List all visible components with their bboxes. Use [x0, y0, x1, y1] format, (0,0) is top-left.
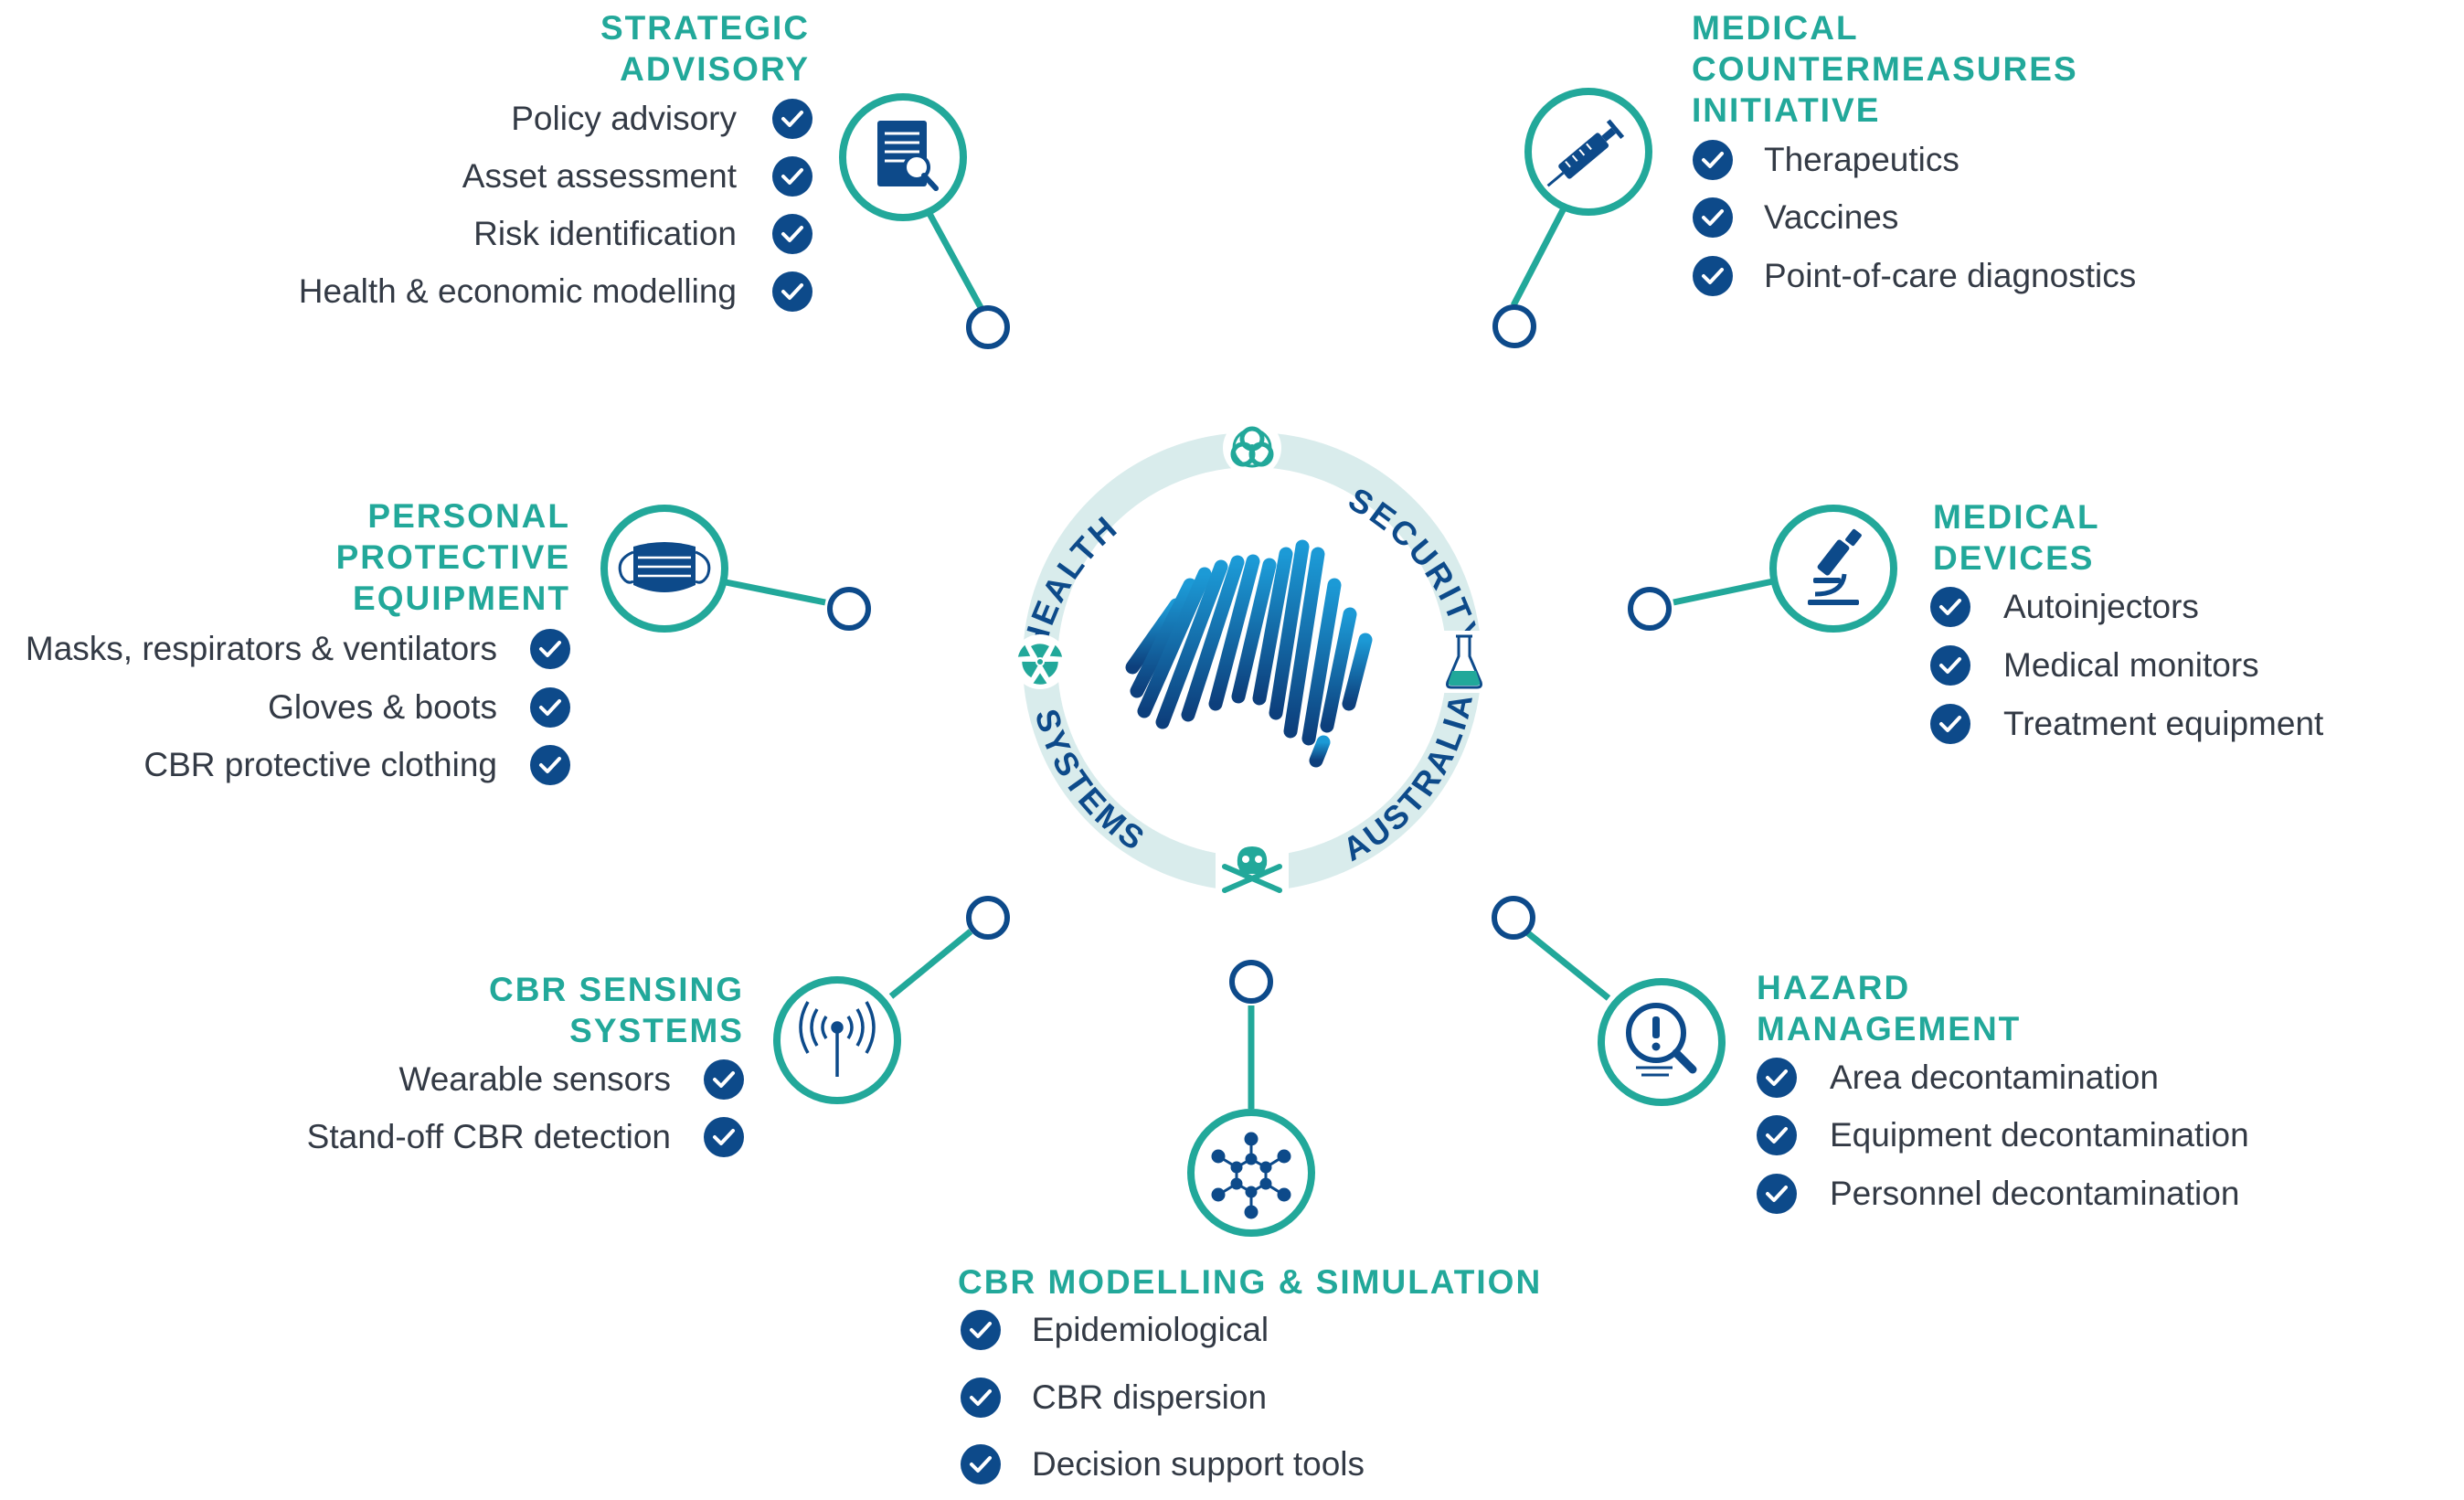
flask-icon — [1444, 631, 1484, 693]
check-icon — [1693, 197, 1733, 238]
terminal-node — [1628, 587, 1672, 631]
list-item: Health & economic modelling — [298, 272, 737, 310]
check-icon — [1930, 645, 1970, 686]
check-icon — [1757, 1115, 1797, 1155]
list-item: CBR protective clothing — [143, 746, 497, 783]
check-icon — [530, 687, 570, 728]
connector-line — [888, 929, 973, 999]
ring-word-systems: SYSTEMS — [1028, 705, 1153, 858]
check-icon — [961, 1444, 1001, 1484]
check-icon — [772, 271, 812, 312]
check-icon — [961, 1310, 1001, 1350]
terminal-node — [827, 587, 871, 631]
node-title-medical-devices: MEDICAL DEVICES — [1933, 498, 2100, 577]
connector-line — [725, 579, 826, 606]
list-item: Risk identification — [473, 215, 737, 252]
list-item: Policy advisory — [511, 100, 737, 137]
syringe-icon — [1546, 119, 1625, 187]
connector-line — [1673, 578, 1774, 606]
biohazard-icon — [1223, 419, 1281, 477]
radiation-icon — [1013, 634, 1067, 689]
hazard-magnifier-icon — [1626, 1003, 1697, 1077]
check-icon — [961, 1378, 1001, 1418]
node-title-mcm-initiative: MEDICAL COUNTERMEASURES INITIATIVE — [1692, 9, 2078, 129]
node-circle-cbr-modelling — [1187, 1109, 1315, 1237]
check-icon — [772, 214, 812, 254]
list-item: Area decontamination — [1830, 1059, 2159, 1096]
check-icon — [704, 1117, 744, 1157]
check-icon — [530, 629, 570, 669]
list-item: Wearable sensors — [398, 1060, 671, 1098]
terminal-node — [966, 305, 1010, 349]
list-item: Stand-off CBR detection — [306, 1118, 671, 1155]
check-icon — [772, 156, 812, 197]
list-item: Epidemiological — [1032, 1311, 1269, 1348]
check-icon — [1757, 1058, 1797, 1098]
list-item: Decision support tools — [1032, 1445, 1365, 1483]
check-icon — [1693, 140, 1733, 180]
check-icon — [772, 99, 812, 139]
list-item: Vaccines — [1764, 198, 1899, 236]
terminal-node — [1492, 304, 1536, 348]
connector-line — [1525, 931, 1611, 1001]
list-item: Therapeutics — [1764, 141, 1960, 178]
list-item: Asset assessment — [462, 157, 737, 195]
node-title-cbr-sensing: CBR SENSING SYSTEMS — [489, 971, 744, 1049]
australia-map-stripes — [1125, 539, 1373, 768]
list-item: Equipment decontamination — [1830, 1116, 2249, 1154]
skull-crossbones-icon — [1216, 845, 1289, 896]
list-item: Autoinjectors — [2003, 588, 2199, 625]
check-icon — [704, 1059, 744, 1100]
list-item: Medical monitors — [2003, 646, 2259, 684]
network-graph-icon — [1211, 1132, 1291, 1219]
list-item: Masks, respirators & ventilators — [25, 630, 497, 667]
connector-line — [924, 208, 986, 313]
antenna-signal-icon — [799, 1001, 876, 1077]
node-title-hazard-management: HAZARD MANAGEMENT — [1757, 969, 2022, 1048]
list-item: Gloves & boots — [268, 688, 497, 726]
microscope-icon — [1808, 528, 1862, 605]
list-item: CBR dispersion — [1032, 1378, 1268, 1416]
check-icon — [1930, 587, 1970, 627]
list-item: Treatment equipment — [2003, 705, 2324, 742]
terminal-node — [1492, 896, 1535, 940]
ring-word-australia: AUSTRALIA — [1336, 688, 1480, 868]
check-icon — [1930, 704, 1970, 744]
node-title-ppe: PERSONAL PROTECTIVE EQUIPMENT — [335, 497, 570, 617]
terminal-node — [966, 896, 1010, 940]
list-item: Personnel decontamination — [1830, 1175, 2240, 1212]
connector-line — [1510, 205, 1568, 307]
check-icon — [1693, 256, 1733, 296]
check-icon — [1757, 1174, 1797, 1214]
document-search-icon — [877, 121, 939, 191]
node-title-cbr-modelling: CBR MODELLING & SIMULATION — [958, 1263, 1543, 1301]
terminal-node — [1229, 960, 1273, 1004]
face-mask-icon — [618, 542, 711, 592]
node-title-strategic-advisory: STRATEGIC ADVISORY — [600, 9, 810, 88]
list-item: Point-of-care diagnostics — [1764, 257, 2137, 294]
check-icon — [530, 745, 570, 785]
